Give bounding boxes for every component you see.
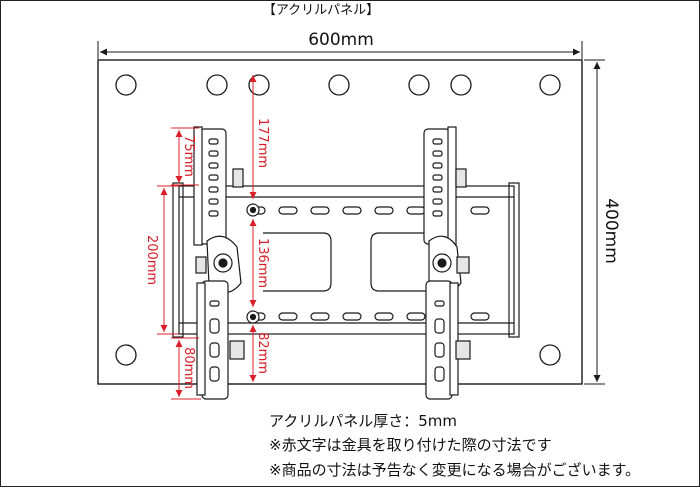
left-bracket: [193, 126, 245, 400]
red-dimensions: [157, 75, 257, 400]
label-136mm: 136mm: [255, 238, 270, 288]
height-label: 400mm: [601, 198, 621, 264]
right-bracket: [423, 126, 471, 400]
disclaimer-note: ※商品の寸法は予告なく変更になる場合がございます。: [269, 461, 641, 479]
mounting-screws: [246, 203, 260, 324]
title: 【アクリルパネル】: [263, 3, 379, 18]
width-dimension: 600mm: [97, 30, 583, 59]
label-75mm: 75mm: [181, 135, 196, 177]
thickness-note: アクリルパネル厚さ：5mm: [269, 412, 458, 430]
label-80mm: 80mm: [181, 347, 196, 389]
width-label: 600mm: [308, 30, 374, 50]
red-text-note: ※赤文字は金具を取り付けた際の寸法です: [269, 436, 552, 454]
height-dimension: 400mm: [584, 59, 621, 385]
label-177mm: 177mm: [255, 118, 270, 168]
label-200mm: 200mm: [144, 235, 159, 285]
label-82mm: 82mm: [255, 332, 270, 374]
red-dimension-labels: 75mm 200mm 80mm 177mm 136mm 82mm: [144, 118, 270, 389]
